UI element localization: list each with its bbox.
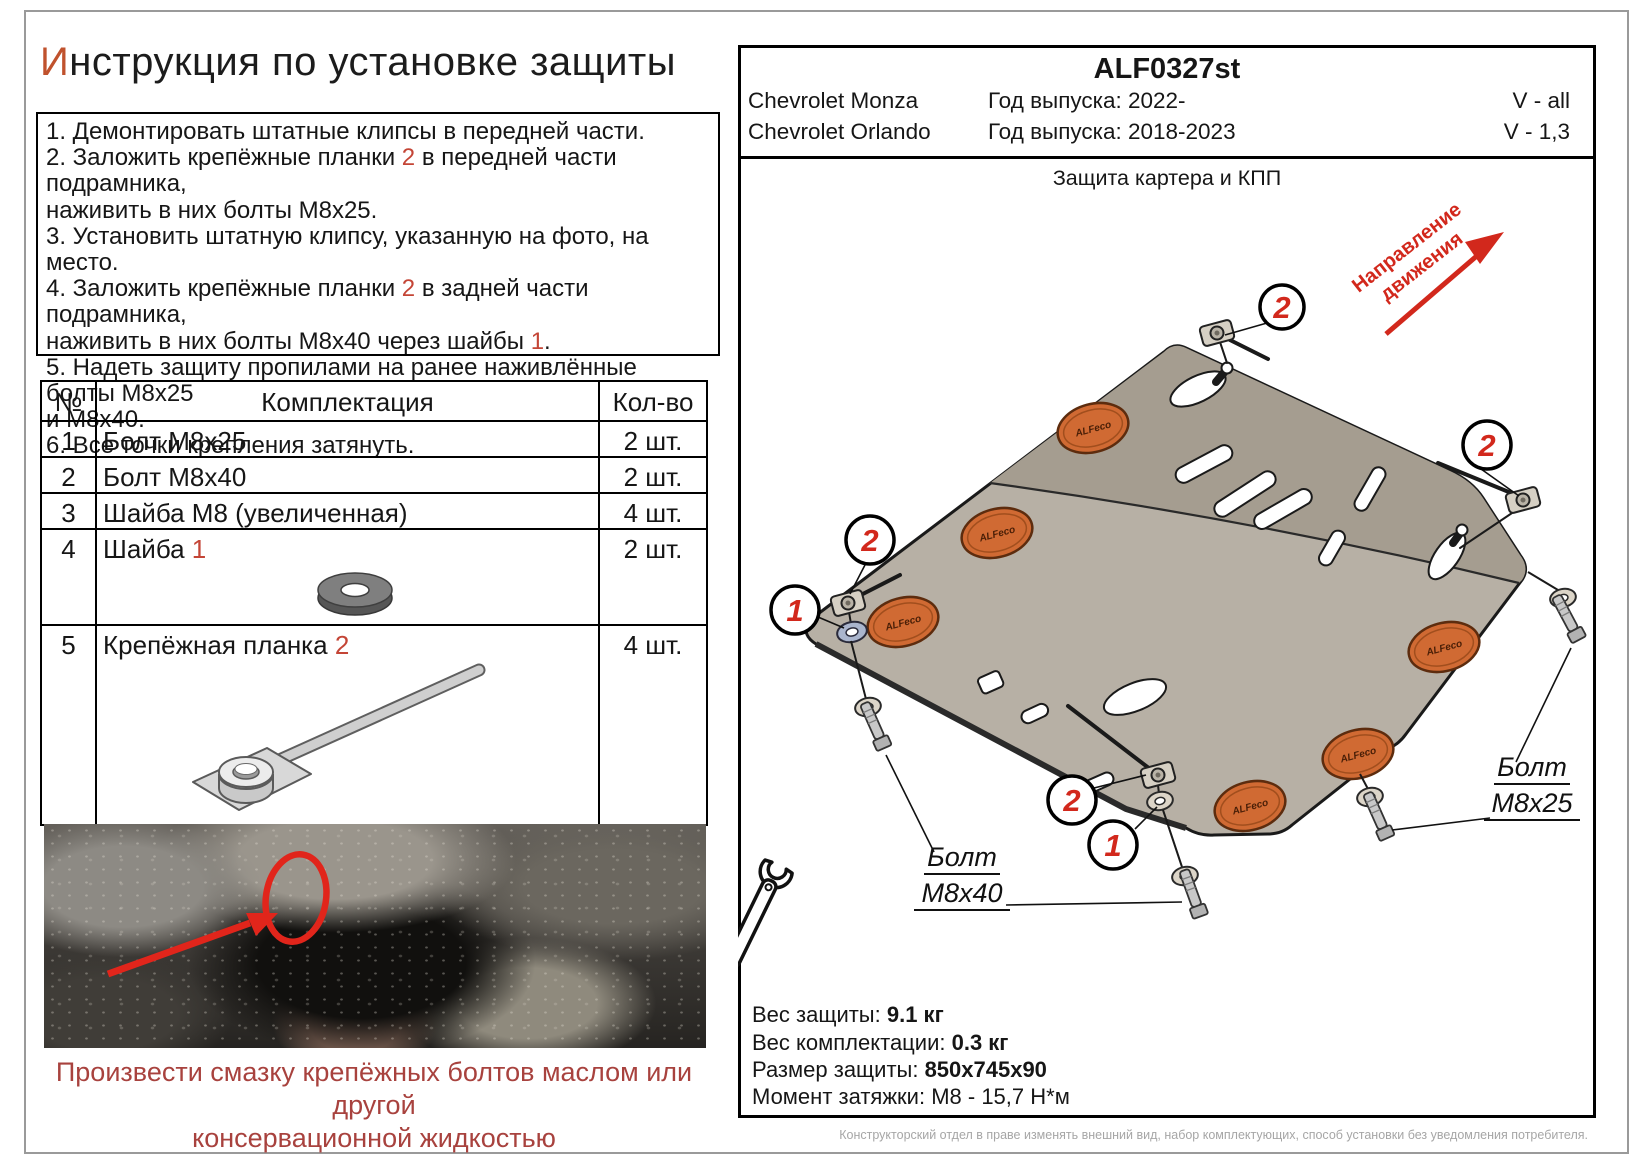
callout-number: 2	[1477, 428, 1495, 463]
title-accent-letter: И	[40, 40, 70, 84]
bolts	[860, 594, 1587, 920]
table-row: 5 Крепёжная планка 2 4 шт.	[40, 624, 708, 826]
header-num: №	[40, 380, 97, 422]
bolt-m8x25-label: Болт М8х25	[1391, 647, 1580, 831]
installation-steps: 1. Демонтировать штатные клипсы в передн…	[36, 112, 720, 459]
model-years: Год выпуска: 2022-	[988, 88, 1186, 113]
row-name: Болт М8х40	[95, 456, 600, 494]
row-num: 1	[40, 420, 97, 458]
callout-number: 2	[1272, 290, 1290, 325]
plate-subtitle: Защита картера и КПП	[1052, 166, 1282, 190]
washer-1-icon	[836, 620, 868, 644]
row-num: 2	[40, 456, 97, 494]
table-row: 1 Болт М8х25 2 шт.	[40, 420, 708, 458]
row-name: Шайба 1	[95, 528, 600, 626]
svg-text:Болт: Болт	[1497, 752, 1567, 782]
washers	[836, 571, 1577, 897]
bolt-icon	[860, 701, 893, 752]
bolt-icon	[1179, 868, 1209, 920]
header-qty: Кол-во	[598, 380, 708, 422]
page-title: Инструкция по установке защиты	[40, 40, 676, 85]
table-row: 3 Шайба М8 (увеличенная) 4 шт.	[40, 492, 708, 530]
model-years: Год выпуска: 2018-2023	[988, 119, 1236, 144]
callout-number: 2	[860, 523, 878, 558]
wrench-icon	[738, 858, 794, 969]
title-rest: нструкция по установке защиты	[69, 40, 676, 84]
mounting-strip-image	[192, 663, 486, 811]
row-num: 3	[40, 492, 97, 530]
row-name: Крепёжная планка 2	[95, 624, 600, 826]
bolt-m8x40-label: Болт М8х40	[885, 754, 1183, 911]
row-qty: 4 шт.	[598, 624, 708, 826]
caption-line: Произвести смазку крепёжных болтов масло…	[55, 1057, 693, 1120]
model-name: Chevrolet Monza	[748, 88, 919, 113]
instruction-line: 2. Заложить крепёжные планки 2 в передне…	[46, 144, 617, 198]
bolt-icon	[1551, 594, 1587, 644]
table-header-row: № Комплектация Кол-во	[40, 380, 708, 422]
svg-text:М8х25: М8х25	[1491, 788, 1573, 818]
direction-arrow-icon	[1384, 232, 1504, 336]
instruction-line: 1. Демонтировать штатные клипсы в передн…	[46, 118, 645, 145]
callouts: 2 2 2 1 2 1	[769, 283, 1520, 871]
instruction-line: 4. Заложить крепёжные планки 2 в задней …	[46, 275, 589, 329]
photo-caption: Произвести смазку крепёжных болтов масло…	[40, 1056, 708, 1155]
mounting-strips	[829, 319, 1542, 795]
washer-image	[317, 572, 393, 616]
row-qty: 2 шт.	[598, 528, 708, 626]
drawing-panel	[738, 45, 1596, 1118]
row-qty: 4 шт.	[598, 492, 708, 530]
row-name: Болт М8х25	[95, 420, 600, 458]
spec-kit-weight: Вес комплектации: 0.3 кг	[752, 1030, 1009, 1055]
header-divider	[738, 156, 1596, 159]
svg-text:М8х40: М8х40	[921, 878, 1002, 908]
instruction-line: 3. Установить штатную клипсу, указанную …	[46, 222, 649, 277]
row-qty: 2 шт.	[598, 456, 708, 494]
callout-number: 1	[1104, 828, 1121, 863]
row-name: Шайба М8 (увеличенная)	[95, 492, 600, 530]
model-name: Chevrolet Orlando	[748, 119, 931, 144]
table-row: 4 Шайба 1 2 шт.	[40, 528, 708, 626]
underbody-photo	[44, 824, 706, 1048]
parts-table: № Комплектация Кол-во 1 Болт М8х25 2 шт.…	[40, 380, 708, 826]
header-name: Комплектация	[95, 380, 600, 422]
installation-diagram: Направление движения	[738, 198, 1587, 969]
model-variant: V - 1,3	[1503, 119, 1570, 144]
clip-location-marker-icon	[106, 851, 330, 978]
page-border	[24, 10, 1629, 1154]
instruction-line: наживить в них болты М8х25.	[46, 196, 378, 224]
spec-size: Размер защиты: 850х745х90	[752, 1057, 1047, 1082]
callout-number: 2	[1062, 783, 1080, 818]
product-code: ALF0327st	[1093, 53, 1241, 85]
spec-weight: Вес защиты: 9.1 кг	[752, 1002, 944, 1027]
instruction-line: наживить в них болты М8х40 через шайбы 1…	[46, 327, 551, 355]
table-row: 2 Болт М8х40 2 шт.	[40, 456, 708, 494]
skid-plate-drawing: ALFeco ALFeco ALFeco ALFeco ALFeco ALFec…	[804, 344, 1527, 837]
row-num: 5	[40, 624, 97, 826]
spec-torque: Момент затяжки: М8 - 15,7 Н*м	[752, 1084, 1070, 1109]
brand-pads: ALFeco ALFeco ALFeco ALFeco ALFeco ALFec…	[866, 401, 1481, 833]
model-variant: V - all	[1512, 88, 1570, 113]
footer-disclaimer: Конструкторский отдел в праве изменять в…	[839, 1128, 1588, 1142]
row-num: 4	[40, 528, 97, 626]
caption-line: консервационной жидкостью	[192, 1123, 556, 1153]
svg-text:Болт: Болт	[927, 842, 997, 872]
callout-number: 1	[786, 593, 803, 628]
photo-annotations	[106, 851, 330, 978]
row-qty: 2 шт.	[598, 420, 708, 458]
